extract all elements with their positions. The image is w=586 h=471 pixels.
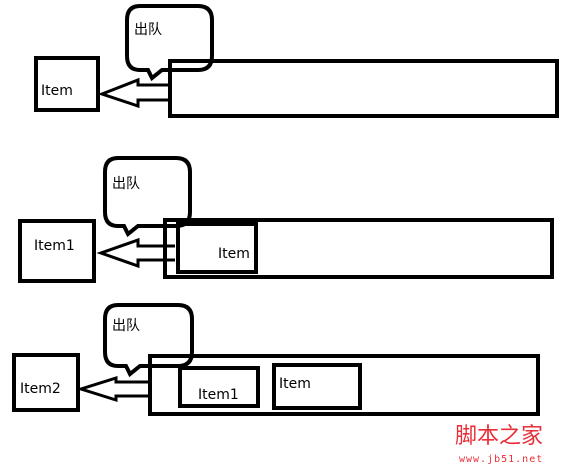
stage-3-queue-item-label-2: Item (279, 376, 311, 392)
stage-3-dequeue-arrow-icon (75, 375, 150, 403)
stage-1-bubble-text: 出队 (134, 22, 162, 38)
watermark: 脚本之家 www.jb51.net (455, 424, 543, 465)
stage-2-dequeue-arrow-icon (96, 237, 175, 269)
stage-3-speech-bubble (103, 303, 194, 378)
stage-3-queue-item-box-2 (272, 363, 362, 410)
stage-3-queue-item-label-1: Item1 (198, 387, 239, 403)
stage-3: 出队 Item2 Item1 Item (12, 303, 540, 416)
stage-2-queue-item-box (176, 222, 258, 274)
watermark-url-text: www.jb51.net (459, 454, 543, 465)
stage-2-speech-bubble (103, 156, 192, 238)
stage-3-queue-box (148, 354, 540, 416)
stage-1-queue-box (168, 59, 559, 118)
stage-2-queue-box (163, 218, 554, 279)
stage-3-queue-item-box-1 (178, 366, 260, 408)
stage-3-dequeued-item-box (12, 353, 80, 412)
stage-2-dequeued-item-label: Item1 (34, 238, 75, 254)
stage-2: 出队 Item1 Item (18, 156, 554, 283)
stage-1: 出队 Item (34, 4, 559, 118)
stage-2-bubble-text: 出队 (112, 176, 140, 192)
stage-1-dequeue-arrow-icon (97, 77, 172, 109)
stage-1-speech-bubble (125, 4, 214, 82)
stage-3-dequeued-item-label: Item2 (20, 381, 61, 397)
stage-2-queue-item-label: Item (218, 246, 250, 262)
stage-1-dequeued-item-box (34, 56, 100, 112)
stage-1-dequeued-item-label: Item (41, 83, 73, 99)
stage-3-bubble-text: 出队 (112, 318, 140, 334)
stage-2-dequeued-item-box (18, 219, 96, 283)
watermark-main-text: 脚本之家 (455, 424, 543, 449)
